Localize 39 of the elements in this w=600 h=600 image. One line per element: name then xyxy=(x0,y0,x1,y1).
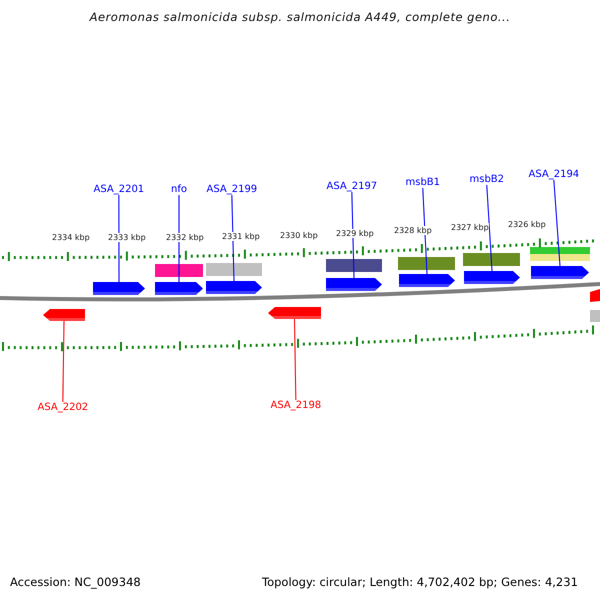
footer-text: Accession: NC_009348 xyxy=(10,575,141,589)
scale-label: 2332 kbp xyxy=(166,233,204,242)
scale-label: 2334 kbp xyxy=(52,233,90,242)
leader-line xyxy=(553,180,560,266)
scale-label: 2333 kbp xyxy=(108,233,146,242)
gene-label: ASA_2194 xyxy=(528,169,580,180)
scale-label: 2326 kbp xyxy=(508,220,546,229)
scale-label: 2329 kbp xyxy=(336,229,374,238)
leader-line xyxy=(351,192,354,278)
gene-label: ASA_2197 xyxy=(326,181,378,192)
leader-line xyxy=(118,194,120,282)
scale-label: 2331 kbp xyxy=(222,232,260,241)
leader-line xyxy=(422,188,428,274)
leader-line xyxy=(231,194,234,282)
leader-line xyxy=(62,320,64,402)
gene-feature xyxy=(43,309,85,321)
gene-label: ASA_2198 xyxy=(270,400,322,411)
gene-feature xyxy=(155,282,203,295)
gene-feature xyxy=(93,282,145,295)
gene-label: msbB2 xyxy=(470,174,504,185)
gene-label: msbB1 xyxy=(406,177,440,188)
gene-label: ASA_2202 xyxy=(38,402,88,413)
leader-line xyxy=(294,318,296,400)
gene-feature xyxy=(206,281,262,294)
title: Aeromonas salmonicida subsp. salmonicida A449, complete geno... xyxy=(88,10,512,24)
gene-feature xyxy=(326,278,382,291)
scale-label: 2328 kbp xyxy=(394,226,432,235)
leader-line xyxy=(178,194,180,282)
gene-feature xyxy=(464,271,520,284)
gene-label: ASA_2199 xyxy=(206,184,258,195)
gene-feature xyxy=(268,307,321,319)
gene-feature xyxy=(531,266,589,279)
scale-label: 2327 kbp xyxy=(451,223,489,232)
gene-label: nfo xyxy=(171,184,187,195)
gene-label: ASA_2201 xyxy=(94,184,144,195)
scale-label: 2330 kbp xyxy=(280,231,318,240)
leader-line xyxy=(486,184,492,272)
gene-feature xyxy=(399,274,455,287)
footer-text: Topology: circular; Length: 4,702,402 bp; Genes: 4,231 xyxy=(262,575,578,589)
